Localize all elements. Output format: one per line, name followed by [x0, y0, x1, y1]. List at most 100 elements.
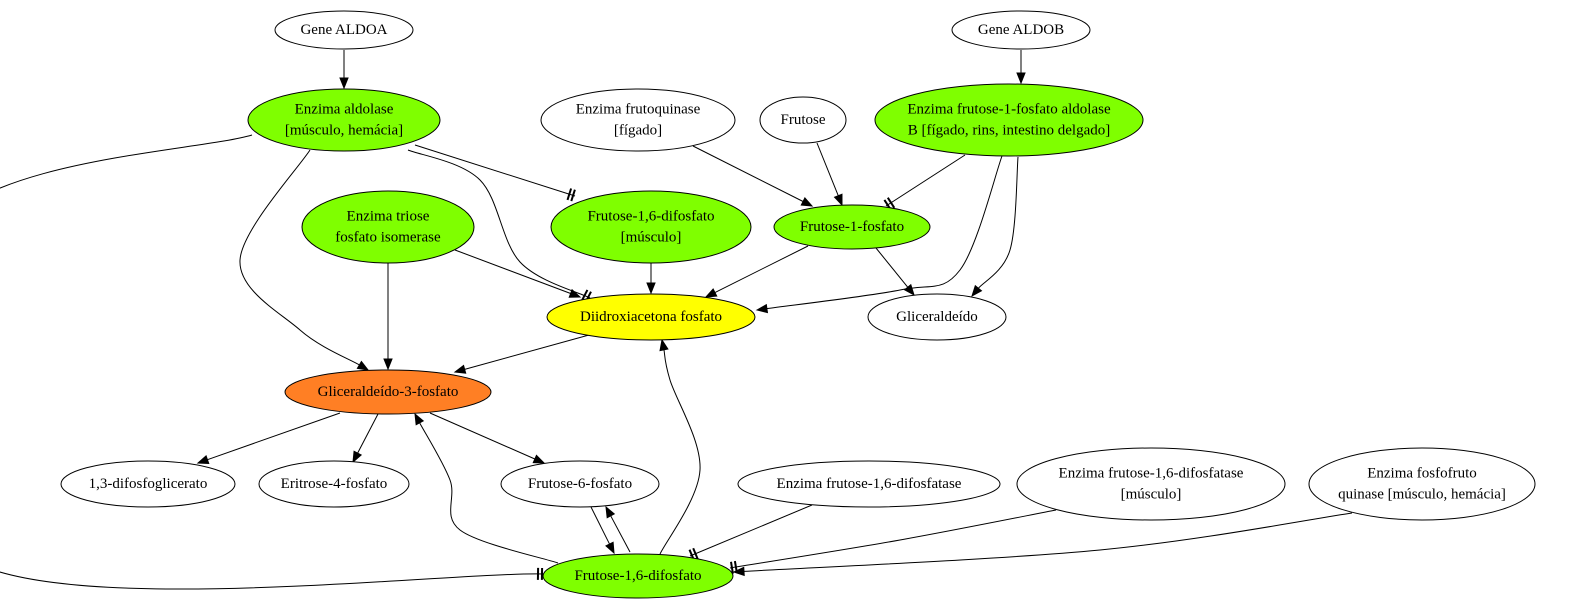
- edge-line: [692, 145, 804, 202]
- edge-enz_tpi-to-g3p: [383, 263, 393, 371]
- edge-enz_f1p_aldolase-to-f1p: [883, 154, 966, 211]
- node-ellipse: [500, 460, 660, 508]
- edge-enz_aldolase-to-g3p: [239, 149, 370, 371]
- node-gene-aldob[interactable]: Gene ALDOB: [951, 10, 1091, 50]
- node-label-line: [fígado]: [614, 123, 662, 139]
- edge-g3p-to-bpg: [196, 412, 341, 464]
- edge-line: [207, 412, 341, 461]
- arrowhead: [800, 197, 814, 207]
- node-ellipse: [301, 190, 475, 264]
- node-g3p[interactable]: Gliceraldeído-3-fosfato: [284, 369, 492, 415]
- node-f16dp-musculo[interactable]: Frutose-1,6-difosfato[músculo]: [550, 190, 752, 264]
- node-label-line: 1,3-difosfoglicerato: [89, 476, 208, 492]
- node-ellipse: [759, 96, 847, 144]
- node-frutose[interactable]: Frutose: [759, 96, 847, 144]
- node-label-line: Enzima frutoquinase: [576, 102, 701, 118]
- node-f6p[interactable]: Frutose-6-fosfato: [500, 460, 660, 508]
- edge-f16dp-to-g3p: [414, 412, 559, 564]
- node-ellipse: [60, 460, 236, 508]
- arrowhead: [568, 288, 582, 298]
- edge-line: [816, 142, 839, 196]
- node-enz-frutoquinase[interactable]: Enzima frutoquinase [fígado]: [540, 88, 736, 152]
- node-label-line: B [fígado, rins, intestino delgado]: [908, 123, 1110, 139]
- node-enz-fbpase[interactable]: Enzima frutose-1,6-difosfatase: [737, 460, 1001, 508]
- arrowhead: [971, 284, 983, 298]
- edge-line: [590, 506, 610, 545]
- inhibition-bar-1: [730, 561, 734, 574]
- node-f16dp[interactable]: Frutose-1,6-difosfato: [542, 553, 734, 599]
- edge-enz_aldolase-to-f16dp: [0, 134, 545, 590]
- arrowhead: [704, 288, 718, 298]
- node-ellipse: [550, 190, 752, 264]
- edge-f6p-to-f16dp: [590, 506, 615, 555]
- node-dhap[interactable]: Diidroxiacetona fosfato: [546, 293, 756, 341]
- node-label-line: Enzima fosfofruto: [1367, 466, 1477, 482]
- node-gliceraldeido[interactable]: Gliceraldeído: [867, 293, 1007, 341]
- node-ellipse: [247, 88, 441, 152]
- node-f1p[interactable]: Frutose-1-fosfato: [773, 204, 931, 250]
- edge-line: [977, 156, 1019, 289]
- node-label-line: [músculo]: [1121, 487, 1182, 503]
- edge-line: [610, 515, 631, 553]
- arrowhead: [453, 364, 467, 374]
- edge-f1p-to-gliceraldeido: [875, 247, 915, 297]
- node-e4p[interactable]: Eritrose-4-fosfato: [258, 460, 410, 508]
- node-ellipse: [258, 460, 410, 508]
- inhibition-bar-2: [692, 547, 699, 560]
- edge-line: [885, 154, 966, 207]
- node-ellipse: [867, 293, 1007, 341]
- node-ellipse: [540, 88, 736, 152]
- edge-gene_aldob-to-enz_f1p_aldolase: [1016, 50, 1026, 85]
- arrowhead: [659, 338, 669, 352]
- arrowhead: [1016, 72, 1026, 85]
- edge-line: [464, 334, 590, 370]
- edge-line: [0, 134, 545, 590]
- arrowhead: [352, 450, 363, 464]
- nodes-layer: Gene ALDOA Gene ALDOB Enzima aldolase [músc…: [60, 10, 1536, 599]
- edge-f16dp-to-f6p: [605, 505, 631, 553]
- node-label-line: Diidroxiacetona fosfato: [580, 309, 722, 325]
- edge-line: [766, 155, 1003, 310]
- node-label-line: Eritrose-4-fosfato: [281, 476, 388, 492]
- edge-f16dp-to-dhap: [659, 338, 701, 555]
- edge-gene_aldoa-to-enz_aldolase: [339, 50, 349, 90]
- node-ellipse: [284, 369, 492, 415]
- node-bpg[interactable]: 1,3-difosfoglicerato: [60, 460, 236, 508]
- node-label-line: [músculo, hemácia]: [285, 123, 403, 139]
- node-enz-aldolase[interactable]: Enzima aldolase [músculo, hemácia]: [247, 88, 441, 152]
- node-enz-fbpase-m[interactable]: Enzima frutose-1,6-difosfatase[músculo]: [1016, 447, 1286, 521]
- node-ellipse: [546, 293, 756, 341]
- node-gene-aldoa[interactable]: Gene ALDOA: [274, 10, 414, 50]
- arrowhead: [833, 193, 843, 207]
- arrowhead: [903, 283, 915, 297]
- node-label-line: Gliceraldeído: [896, 309, 978, 325]
- arrowhead: [196, 455, 210, 464]
- edge-line: [239, 149, 360, 366]
- node-label-line: Enzima frutose-1-fosfato aldolase: [907, 102, 1111, 118]
- edge-enz_f1p_aldolase-to-gliceraldeido: [971, 156, 1019, 298]
- node-label-line: Enzima aldolase: [295, 102, 394, 118]
- edge-line: [414, 144, 576, 197]
- node-ellipse: [274, 10, 414, 50]
- arrowhead: [755, 303, 769, 314]
- edge-line: [429, 412, 536, 460]
- arrowhead: [605, 505, 616, 519]
- edge-line: [659, 349, 701, 555]
- node-enz-f1p-aldolase[interactable]: Enzima frutose-1-fosfato aldolase B [fíga…: [874, 83, 1144, 157]
- node-label-line: quinase [músculo, hemácia]: [1338, 487, 1506, 503]
- node-label-line: Gene ALDOB: [978, 22, 1064, 38]
- node-enz-pfk[interactable]: Enzima fosfofruto quinase [músculo, hemác…: [1308, 447, 1536, 521]
- node-ellipse: [951, 10, 1091, 50]
- edge-line: [454, 249, 571, 294]
- node-ellipse: [737, 460, 1001, 508]
- node-label-line: Frutose: [781, 112, 826, 128]
- edge-enz_fbpase-to-f16dp: [688, 504, 813, 562]
- edge-line: [689, 504, 813, 557]
- edge-enz_pfk-to-f16dp: [732, 512, 1353, 577]
- node-label-line: [músculo]: [621, 230, 682, 246]
- node-label-line: Frutose-1,6-difosfato: [574, 568, 701, 584]
- inhibition-bar-1: [570, 189, 576, 202]
- inhibition-bar-2: [581, 289, 589, 302]
